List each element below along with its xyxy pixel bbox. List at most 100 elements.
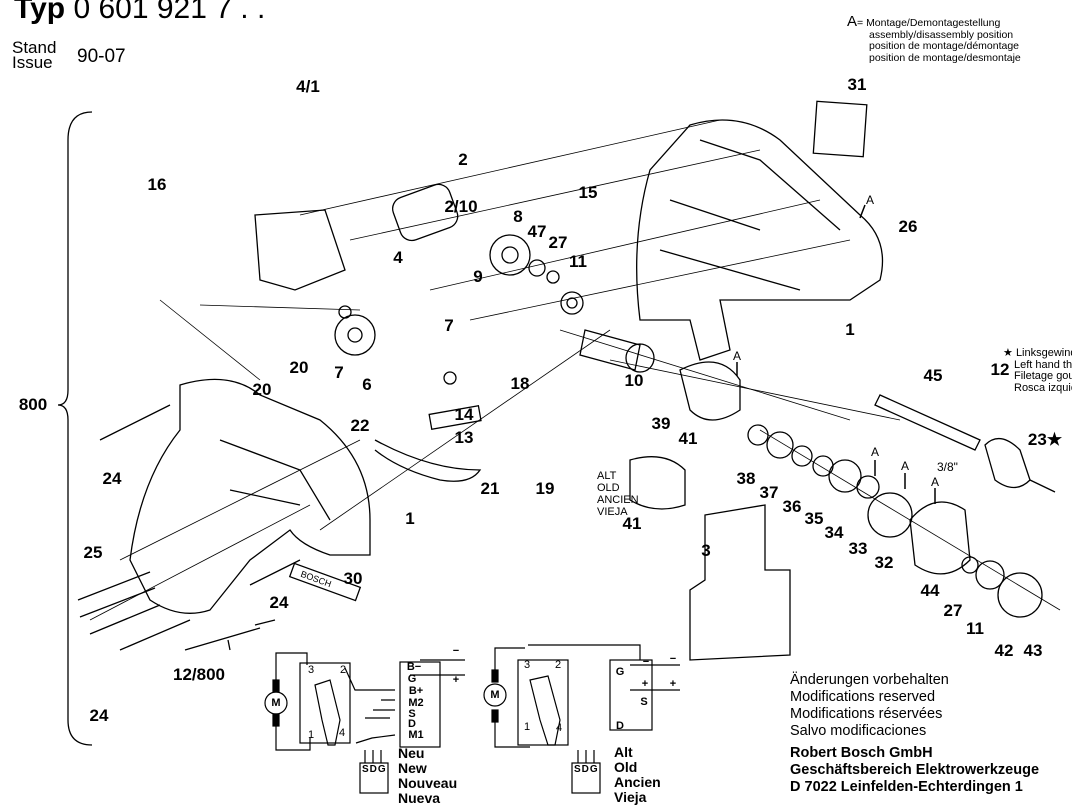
callout: 1	[845, 320, 855, 339]
note-line: Linksgewinde	[1015, 347, 1072, 359]
callout: 19	[535, 479, 555, 498]
supply-plus: +	[669, 678, 677, 690]
ring-gear-41	[679, 361, 741, 421]
transistor-pin: S	[574, 764, 582, 775]
transistor-pin: G	[377, 764, 387, 775]
motor	[392, 183, 459, 242]
callout: 21	[480, 479, 500, 498]
part-35	[812, 455, 834, 477]
callout: 1	[405, 509, 415, 528]
supply-plus: +	[452, 674, 460, 686]
stand-label: Stand	[12, 38, 57, 57]
callout: 27	[548, 233, 568, 252]
caption-line: New	[398, 760, 427, 776]
switch-pin: 4	[338, 727, 346, 739]
callout: 2/10	[444, 197, 478, 216]
callout: 41	[622, 514, 642, 533]
caption-line: Alt	[614, 744, 633, 760]
switch-pin: 2	[554, 659, 562, 671]
washer-47	[528, 259, 546, 277]
notice-line: Modifications reserved	[790, 689, 936, 705]
callout: 36	[782, 497, 802, 516]
screws	[77, 404, 301, 651]
callout: 6	[362, 375, 372, 394]
assembly-symbol: A	[847, 13, 858, 30]
clutch-sleeve-44	[909, 501, 971, 575]
legend-line: assembly/disassembly position	[869, 28, 1014, 41]
brand-plate-30	[288, 562, 362, 602]
legend-line: = Montage/Demontagestellung	[857, 17, 1001, 29]
callout: 10	[624, 371, 644, 390]
bearing-11	[560, 291, 584, 315]
caption-line: Old	[614, 759, 638, 775]
callout: 38	[736, 469, 756, 488]
transistor-pin: D	[369, 764, 378, 775]
switch-pin: 1	[523, 721, 531, 733]
tool-12-800	[184, 619, 276, 651]
chuck-12	[984, 438, 1031, 489]
callout: 16	[147, 175, 167, 194]
caption-line: Ancien	[614, 774, 661, 790]
group-bracket	[57, 111, 93, 746]
callout: 39	[651, 414, 671, 433]
callout: 11	[569, 252, 587, 271]
plate-42	[997, 572, 1043, 618]
screw-23	[1029, 479, 1056, 493]
notice-line: Änderungen vorbehalten	[790, 672, 949, 688]
note-line: Rosca izquierda	[1014, 381, 1072, 394]
type-label: Typ	[14, 0, 66, 25]
callout: 3	[701, 541, 711, 560]
old-label-line: ANCIEN	[597, 494, 639, 506]
terminal-label: S	[408, 708, 416, 720]
wiring-diagram-new	[264, 652, 465, 794]
gear-6	[334, 314, 376, 356]
part-37	[766, 431, 794, 459]
terminal-label: M1	[408, 729, 424, 741]
terminal-label: D	[408, 718, 416, 730]
callout: 34	[824, 523, 844, 542]
terminal-label: M2	[408, 697, 424, 709]
callout: 26	[898, 217, 918, 236]
callout: 7	[334, 363, 344, 382]
callout: 47	[527, 222, 547, 241]
notice-line: Modifications réservées	[790, 706, 943, 722]
switch-pin: 2	[339, 664, 347, 676]
callout: 24	[102, 469, 122, 488]
transistor-pin: D	[581, 764, 590, 775]
callout: 24	[269, 593, 289, 612]
notice-line: Salvo modificaciones	[790, 723, 927, 739]
assembly-marker: A	[930, 475, 940, 489]
terminal-label: B+	[408, 685, 424, 697]
company-division: Geschäftsbereich Elektrowerkzeuge	[790, 762, 1040, 778]
callout: 2	[458, 150, 468, 169]
type-title: Typ 0 601 921 7 . .	[14, 0, 265, 26]
spindle-10	[579, 329, 641, 371]
wiring-new-caption: Neu New Nouveau Nueva	[398, 746, 457, 806]
type-number: 0 601 921 7 . .	[73, 0, 266, 25]
issue-label: Issue	[12, 53, 53, 72]
terminal-label: B−	[406, 661, 422, 673]
callout: 43	[1023, 641, 1043, 660]
callout: 12/800	[173, 665, 225, 684]
assembly-marker: A	[865, 193, 875, 207]
callout: 41	[678, 429, 698, 448]
housing-half-right	[636, 119, 884, 361]
caption-line: Nouveau	[398, 775, 458, 791]
callout: 30	[343, 569, 363, 588]
battery-pack-3	[689, 504, 791, 661]
callout: 11	[966, 619, 984, 638]
callout: 25	[83, 543, 103, 562]
switch-pin: 3	[307, 664, 315, 676]
chuck-size: 3/8"	[937, 460, 958, 474]
callout: 20	[252, 380, 272, 399]
part-32	[867, 492, 913, 538]
callout: 35	[804, 509, 824, 528]
callout: 23★	[1027, 430, 1063, 449]
terminal-label: G	[407, 673, 417, 685]
caption-line: Nueva	[398, 790, 441, 806]
assembly-marker: A	[732, 349, 742, 363]
assembly-marker: A	[870, 445, 880, 459]
switch	[254, 209, 346, 291]
housing-half-left	[129, 378, 371, 614]
